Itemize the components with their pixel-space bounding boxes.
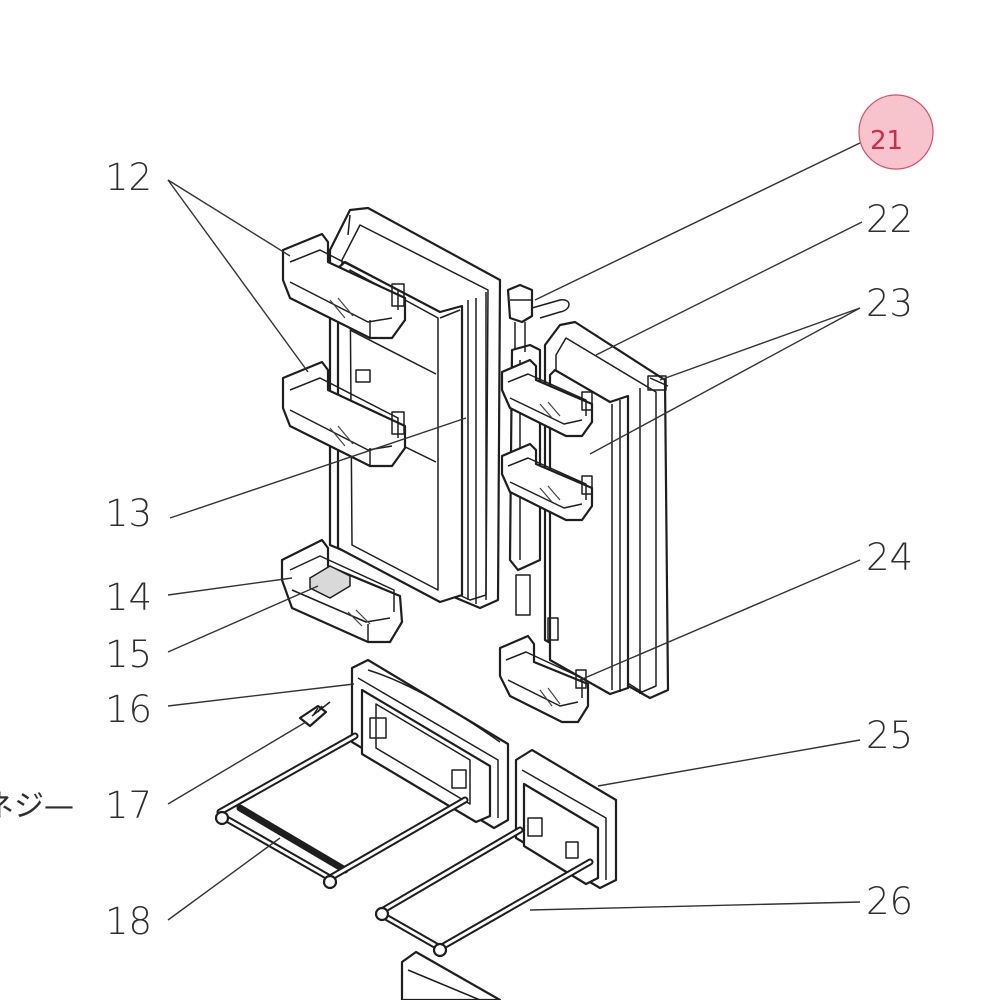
- left-door-pocket-bottom: [280, 538, 404, 644]
- left-door-pocket-middle: [281, 360, 407, 468]
- label-24: 24: [866, 536, 913, 579]
- side-text-screw: ネジ—: [0, 789, 74, 824]
- partial-drawer-bottom: [400, 950, 502, 1000]
- right-door-pocket-middle: [500, 442, 594, 522]
- rail-left: [214, 732, 469, 890]
- label-14: 14: [105, 576, 152, 619]
- label-21: 21: [870, 126, 903, 156]
- label-13: 13: [105, 492, 152, 535]
- drawer-front-right: [514, 748, 618, 890]
- label-15: 15: [105, 633, 152, 676]
- left-door-pocket-upper: [281, 232, 407, 340]
- label-12: 12: [105, 156, 152, 199]
- highlight-callout: 21: [858, 94, 934, 170]
- hinge-part: [506, 283, 570, 352]
- right-door-pocket-upper: [500, 358, 594, 438]
- screw: [298, 701, 331, 728]
- leader-lines: [167, 141, 863, 921]
- label-17: 17: [105, 784, 152, 827]
- label-26: 26: [866, 880, 913, 923]
- label-22: 22: [866, 198, 913, 241]
- rail-right: [374, 826, 594, 958]
- label-16: 16: [105, 688, 152, 731]
- label-23: 23: [866, 282, 913, 325]
- label-25: 25: [866, 714, 913, 757]
- right-door-pocket-bottom: [498, 634, 590, 724]
- label-18: 18: [105, 900, 152, 943]
- highlight-circle: [858, 94, 934, 170]
- drawer-front-left: [350, 658, 510, 830]
